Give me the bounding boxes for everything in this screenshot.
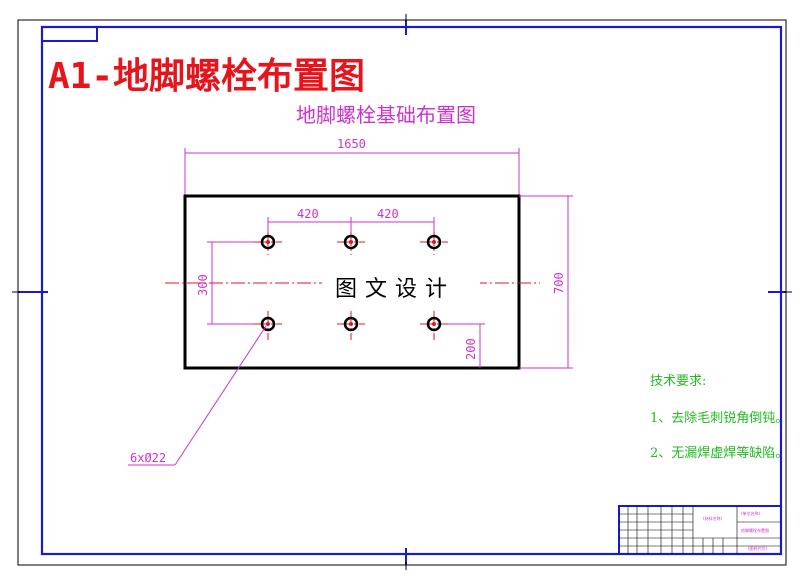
note-item-1: 1、去除毛刺锐角倒钝。 — [650, 411, 788, 426]
base-plate-outline — [183, 194, 521, 370]
note-item-2: 2、无漏焊虚焊等缺陷。 — [650, 445, 788, 461]
watermark: 图文设计 — [335, 277, 455, 302]
title-block-material: (材料名称) — [703, 515, 723, 521]
title-block-drawing-name: 地脚螺栓布置图 — [741, 527, 769, 533]
dim-row-spacing: 300 — [196, 274, 210, 296]
sheet-title: A1-地脚螺栓布置图 — [48, 56, 365, 97]
title-block-company: (单位名称) — [741, 510, 761, 516]
tick-marks — [12, 14, 792, 570]
bolt-hole — [343, 234, 359, 250]
dim-overall-height: 700 — [552, 272, 566, 294]
dim-edge-offset-lines — [440, 323, 485, 368]
corner-box — [41, 26, 98, 42]
dim-edge-offset: 200 — [464, 338, 478, 360]
watermark-bg — [322, 268, 480, 302]
dim-overall-height-lines — [519, 195, 573, 369]
title-block-drawing-code: (图样代号) — [748, 545, 768, 551]
bolt-hole — [426, 316, 442, 332]
inner-frame — [40, 25, 783, 556]
dim-overall-width-lines — [184, 148, 520, 195]
bolt-holes — [260, 234, 442, 332]
bolt-hole — [426, 234, 442, 250]
drawing-subtitle: 地脚螺栓基础布置图 — [296, 103, 476, 127]
bolt-hole — [260, 234, 276, 250]
dim-overall-width: 1650 — [337, 137, 366, 151]
dim-bolt-spacing-right: 420 — [377, 207, 399, 221]
dim-bolt-spacing-left: 420 — [297, 207, 319, 221]
hole-callout: 6xØ22 — [130, 451, 166, 465]
bolt-hole — [343, 316, 359, 332]
title-block: (材料名称) (单位名称) 地脚螺栓布置图 (图样代号) — [618, 505, 782, 555]
notes-heading: 技术要求: — [650, 374, 706, 389]
bolt-hole — [260, 316, 276, 332]
hole-callout-leader — [128, 325, 267, 466]
